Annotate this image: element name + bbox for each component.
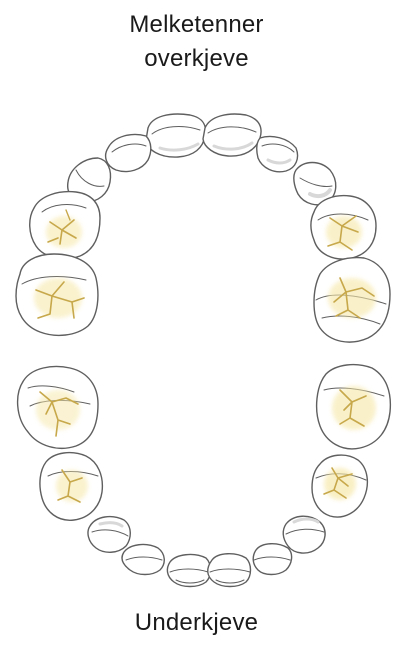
lower-right-first-molar (312, 455, 367, 517)
upper-left-central-incisor (146, 114, 206, 157)
upper-jaw (16, 114, 390, 342)
lower-jaw (18, 365, 391, 587)
lower-right-central-incisor (208, 554, 251, 587)
upper-right-second-molar (314, 258, 390, 342)
lower-left-lateral-incisor (122, 545, 164, 575)
lower-right-lateral-incisor (253, 544, 291, 575)
lower-left-canine (88, 517, 130, 553)
lower-left-central-incisor (167, 555, 210, 587)
lower-left-second-molar (18, 367, 98, 449)
lower-right-canine (283, 516, 325, 553)
upper-left-second-molar (16, 254, 98, 335)
upper-right-first-molar (311, 196, 376, 259)
upper-right-central-incisor (203, 114, 261, 156)
lower-left-first-molar (40, 453, 102, 521)
upper-left-first-molar (30, 192, 100, 259)
upper-right-lateral-incisor (257, 136, 298, 171)
lower-right-second-molar (317, 365, 391, 449)
upper-left-lateral-incisor (106, 135, 151, 172)
